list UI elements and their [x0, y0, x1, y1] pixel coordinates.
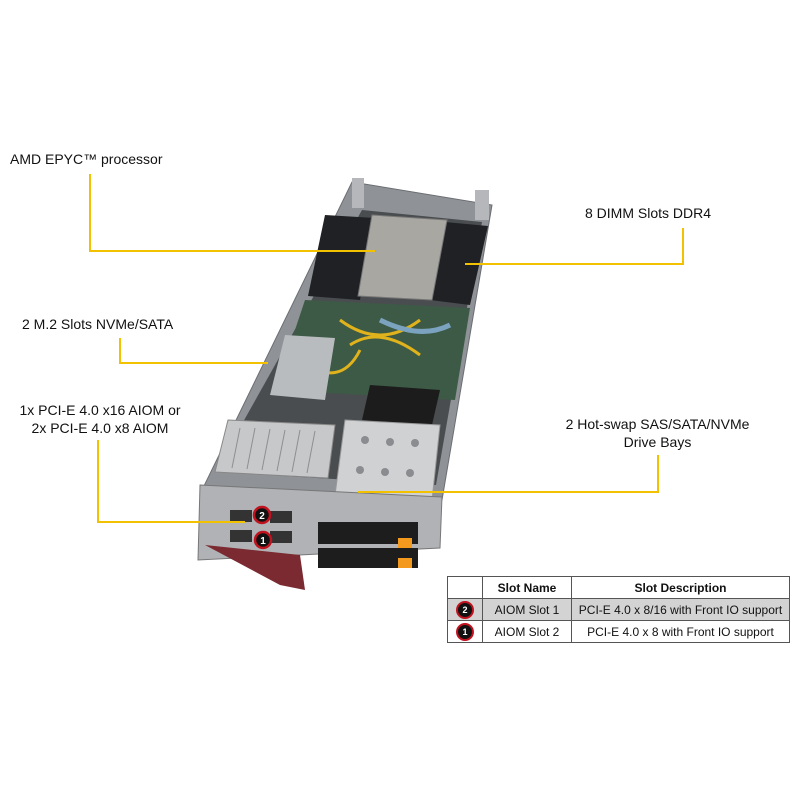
callout-m2: 2 M.2 Slots NVMe/SATA — [22, 316, 174, 332]
slot-table-header: Slot Name Slot Description — [447, 576, 790, 599]
drive-latch-2[interactable] — [398, 558, 412, 568]
callout-dimm: 8 DIMM Slots DDR4 — [585, 205, 712, 221]
aiom-port-lower-2 — [270, 531, 292, 543]
table-row: 2 AIOM Slot 1 PCI-E 4.0 x 8/16 with Fron… — [447, 598, 790, 621]
header-slot-description: Slot Description — [571, 576, 790, 599]
callout-drive-line1: 2 Hot-swap SAS/SATA/NVMe — [565, 416, 750, 432]
svg-text:2: 2 — [259, 511, 265, 522]
cache-module — [362, 385, 440, 425]
release-lever[interactable] — [205, 545, 305, 590]
svg-text:1: 1 — [260, 536, 266, 547]
drive-cage — [334, 419, 441, 501]
aiom-badge-2: 2 — [252, 505, 272, 525]
aiom-port-lower — [230, 530, 252, 542]
slot-description: PCI-E 4.0 x 8 with Front IO support — [571, 620, 790, 643]
aiom-port-upper-2 — [270, 511, 292, 523]
aiom-badge-1: 1 — [253, 530, 273, 550]
callout-aiom: 1x PCI-E 4.0 x16 AIOM or 2x PCI-E 4.0 x8… — [10, 401, 190, 437]
callout-drive-line2: Drive Bays — [623, 434, 692, 450]
table-row: 1 AIOM Slot 2 PCI-E 4.0 x 8 with Front I… — [447, 620, 790, 643]
slot-table: Slot Name Slot Description 2 AIOM Slot 1… — [447, 576, 790, 643]
slot-badge: 1 — [456, 622, 474, 641]
callout-aiom-line2: 2x PCI-E 4.0 x8 AIOM — [31, 420, 169, 436]
callout-aiom-line1: 1x PCI-E 4.0 x16 AIOM or — [19, 402, 181, 418]
drive-bay-1[interactable] — [318, 522, 418, 544]
aiom-port-upper — [230, 510, 252, 522]
m2-bracket — [270, 335, 335, 400]
header-badge — [447, 576, 483, 599]
callout-lines — [89, 174, 684, 523]
slot-name: AIOM Slot 2 — [482, 620, 572, 643]
slot-badge: 2 — [456, 600, 474, 619]
dimm-cover-left — [308, 215, 375, 300]
slot-description: PCI-E 4.0 x 8/16 with Front IO support — [571, 598, 790, 621]
slot-name: AIOM Slot 1 — [482, 598, 572, 621]
drive-latch-1[interactable] — [398, 538, 412, 548]
dimm-cover-right — [430, 222, 488, 305]
aiom-heatsink — [214, 419, 336, 479]
header-slot-name: Slot Name — [482, 576, 572, 599]
cpu-heatsink — [357, 214, 448, 301]
drive-bay-2[interactable] — [318, 548, 418, 568]
callout-processor: AMD EPYC™ processor — [10, 151, 163, 167]
callout-drive-bays: 2 Hot-swap SAS/SATA/NVMe Drive Bays — [555, 415, 760, 451]
